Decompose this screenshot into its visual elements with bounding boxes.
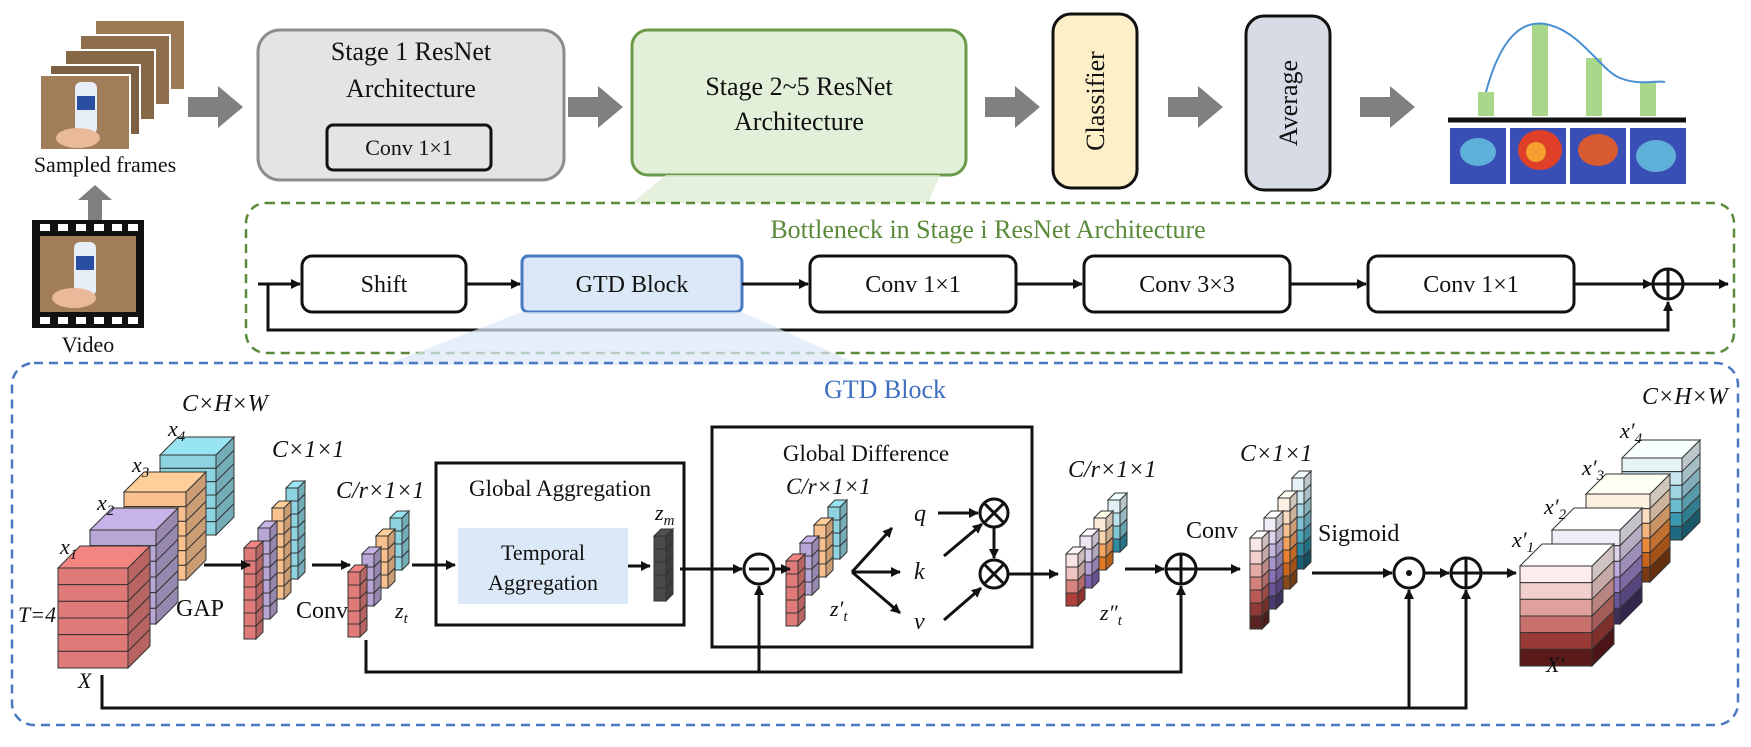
global-aggregation-title: Global Aggregation <box>469 476 652 501</box>
gtd-block-label: GTD Block <box>576 272 689 298</box>
gray-arrow-4 <box>1168 86 1223 128</box>
stage25-box <box>630 28 968 177</box>
channel-weight-vectors <box>1248 469 1313 631</box>
gray-arrow-5 <box>1360 86 1415 128</box>
classifier-box <box>1051 12 1139 190</box>
zm-label: zm <box>654 500 675 529</box>
x3-label: x3 <box>131 452 149 481</box>
k-label: k <box>914 559 925 585</box>
sampled-frames-label: Sampled frames <box>34 152 176 177</box>
conv2-label: Conv <box>1186 518 1238 544</box>
diff-col-1 <box>784 552 807 628</box>
stage25-projection <box>632 175 940 203</box>
score-bars <box>1448 22 1686 123</box>
input-dims-label: C×H×W <box>182 391 270 417</box>
x1-label: x1 <box>59 534 77 563</box>
c11-label: C×1×1 <box>272 437 344 463</box>
cube-xp1 <box>1518 542 1616 668</box>
stage1-title-line1: Stage 1 ResNet <box>331 37 492 66</box>
conv1x1-b-label: Conv 1×1 <box>1423 272 1519 298</box>
reduced-vectors <box>346 509 411 639</box>
shift-label: Shift <box>361 272 408 298</box>
zppt-label: z″t <box>1099 600 1123 629</box>
sampled-frames-stack <box>39 19 186 151</box>
gd-cr11-label: C/r×1×1 <box>786 474 871 499</box>
video-film-icon <box>32 220 144 328</box>
sigmoid-label: Sigmoid <box>1318 521 1399 547</box>
gtd-title: GTD Block <box>824 375 946 404</box>
bottleneck-arrows <box>258 279 1729 332</box>
X-label: X <box>77 668 93 693</box>
conv1x1-a-label: Conv 1×1 <box>865 272 961 298</box>
after-col-1 <box>1064 545 1087 608</box>
xp3-label: x′3 <box>1581 455 1604 484</box>
c11-b-label: C×1×1 <box>1240 441 1312 467</box>
sum-icon-1 <box>1164 552 1198 586</box>
conv-col-1 <box>1248 529 1271 631</box>
output-dims-label: C×H×W <box>1642 384 1730 410</box>
conv1-label: Conv <box>296 598 348 624</box>
gtd-container <box>10 361 1740 727</box>
mult-icon-1 <box>978 497 1010 529</box>
gray-arrow-1 <box>188 86 243 128</box>
zm-vector <box>652 527 675 603</box>
cr11-b-label: C/r×1×1 <box>1068 457 1156 483</box>
temporal-aggregation-box <box>458 528 628 604</box>
mult-icon-2 <box>978 558 1010 590</box>
red-col-3 <box>374 527 397 590</box>
zpt-label: z′t <box>829 596 848 625</box>
t-label: T=4 <box>18 602 56 627</box>
output-feature-cubes <box>1518 438 1702 668</box>
dot-product-icon <box>1392 556 1426 590</box>
xp4-label: x′4 <box>1619 418 1643 447</box>
x2-label: x2 <box>96 490 115 519</box>
difference-vectors <box>784 498 849 628</box>
cube-x1 <box>56 544 152 670</box>
xp2-label: x′2 <box>1543 494 1567 523</box>
video-label: Video <box>62 332 114 357</box>
gtd-projection <box>385 312 860 365</box>
classifier-label: Classifier <box>1081 51 1110 151</box>
q-label: q <box>914 501 926 527</box>
xp1-label: x′1 <box>1511 527 1534 556</box>
temporal-aggregation-line2: Aggregation <box>488 570 598 595</box>
sum-icon-2 <box>1449 556 1483 590</box>
enhanced-vectors <box>1064 491 1129 608</box>
stage1-conv-label: Conv 1×1 <box>365 135 453 160</box>
temporal-aggregation-line1: Temporal <box>501 540 585 565</box>
gtd-arrows <box>100 508 1517 710</box>
bottleneck-sum-icon <box>1651 267 1685 301</box>
heatmap-thumbnails <box>1450 128 1686 184</box>
subtract-icon <box>742 552 776 586</box>
conv3x3-label: Conv 3×3 <box>1139 272 1235 298</box>
gap-vectors <box>242 479 307 641</box>
red-col-1 <box>346 563 369 639</box>
gap-label: GAP <box>176 596 224 622</box>
bottleneck-title: Bottleneck in Stage i ResNet Architectur… <box>770 215 1205 244</box>
stage1-title-line2: Architecture <box>346 74 476 103</box>
average-label: Average <box>1274 60 1303 146</box>
after-col-2 <box>1078 527 1101 590</box>
v-label: v <box>914 609 925 635</box>
gray-arrow-2 <box>568 86 623 128</box>
global-difference-box <box>710 425 1034 649</box>
zt-label: zt <box>394 598 409 627</box>
zm-col <box>652 527 675 603</box>
stage25-title-line2: Architecture <box>734 107 864 136</box>
input-feature-cubes <box>56 435 236 670</box>
average-box <box>1244 14 1332 192</box>
stage25-title-line1: Stage 2~5 ResNet <box>705 72 893 101</box>
gap-col-1 <box>242 539 265 641</box>
cr11-label: C/r×1×1 <box>336 478 424 504</box>
gray-arrow-3 <box>985 86 1040 128</box>
up-arrow <box>78 185 112 220</box>
stage1-conv-box <box>325 123 493 172</box>
bottleneck-container <box>244 201 1736 355</box>
global-difference-title: Global Difference <box>783 441 949 466</box>
x4-label: x4 <box>167 416 186 445</box>
Xp-label: X′ <box>1545 652 1565 677</box>
